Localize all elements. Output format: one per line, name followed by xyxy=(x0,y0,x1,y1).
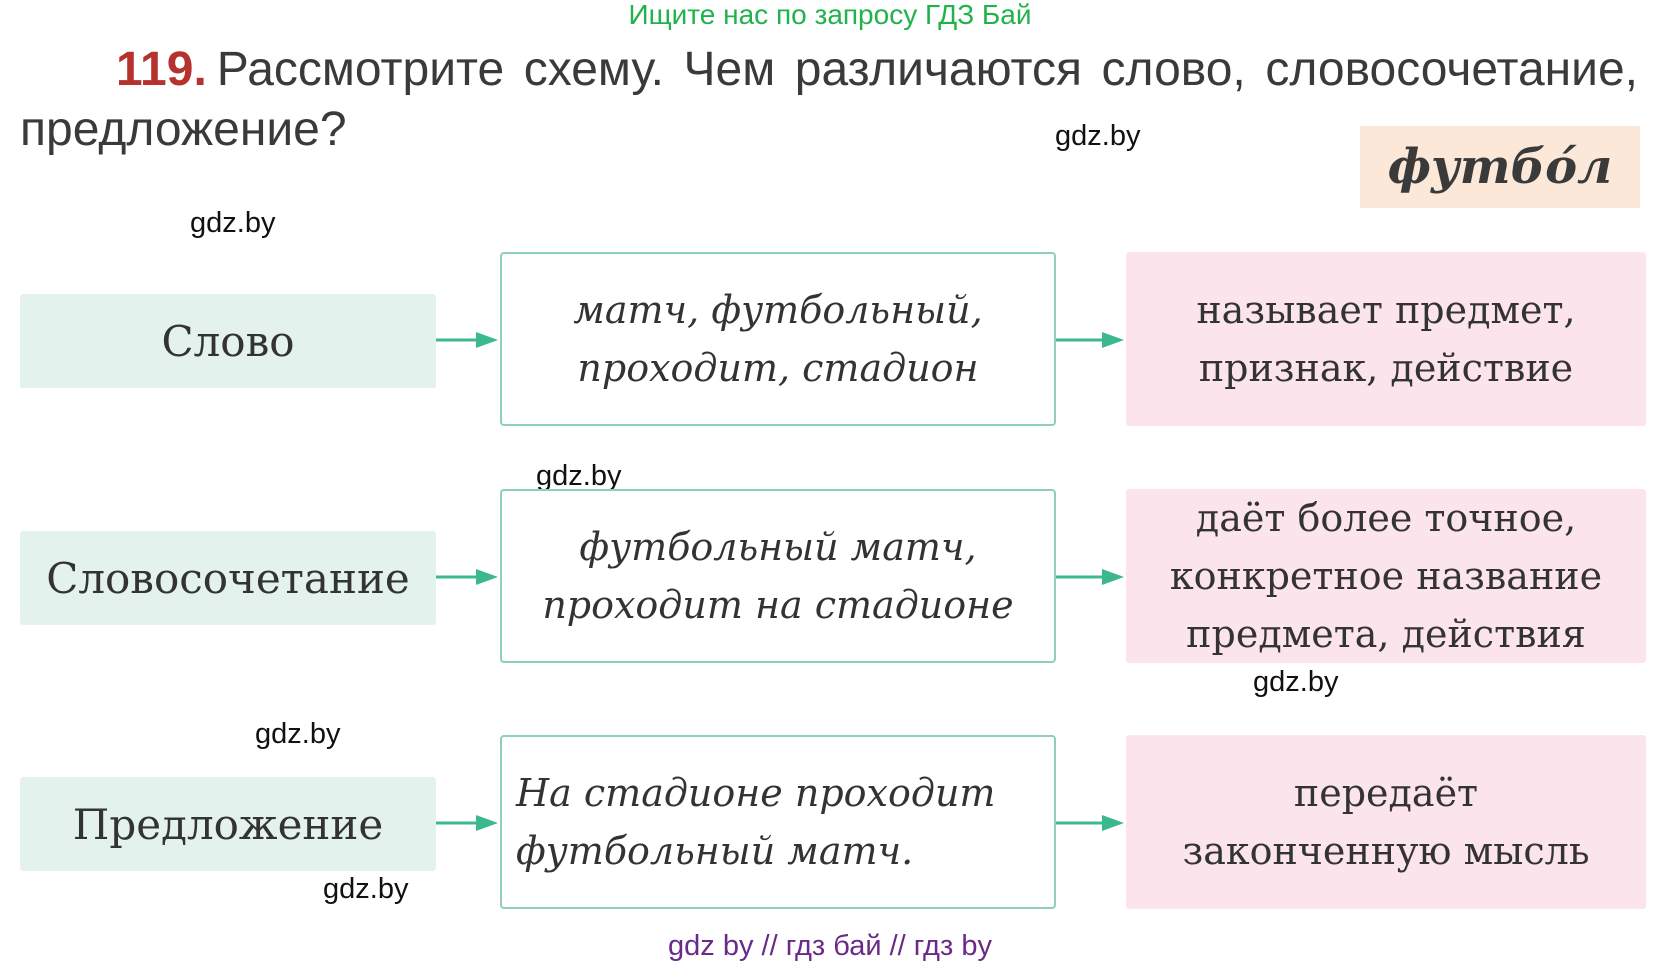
watermark: gdz.by xyxy=(323,873,409,905)
meaning-box-phrase: даёт более точное, конкретное название п… xyxy=(1126,489,1646,663)
arrow-right-icon xyxy=(1056,330,1126,350)
example-box-sentence: На стадионе проходит футбольный матч. xyxy=(500,735,1056,909)
arrow-right-icon xyxy=(1056,567,1126,587)
highlight-word-box: футбо́л xyxy=(1360,126,1640,208)
meaning-box-sentence: передаёт законченную мысль xyxy=(1126,735,1646,909)
watermark: gdz.by xyxy=(536,460,622,492)
meaning-box-word: называет предмет, признак, действие xyxy=(1126,252,1646,426)
task-text-line1: Рассмотрите схему. Чем различаются слово… xyxy=(216,43,1638,96)
example-box-phrase: футбольный матч, проходит на стадионе xyxy=(500,489,1056,663)
arrow-right-icon xyxy=(1056,813,1126,833)
footer-links: gdz by // гдз бай // гдз by xyxy=(668,930,992,962)
search-hint-banner: Ищите нас по запросу ГДЗ Бай xyxy=(628,0,1032,30)
arrow-right-icon xyxy=(436,813,500,833)
category-box-sentence: Предложение xyxy=(20,777,436,871)
task-heading: 119.Рассмотрите схему. Чем различаются с… xyxy=(20,40,1638,100)
arrow-right-icon xyxy=(436,567,500,587)
task-text-line2: предложение? xyxy=(20,103,347,156)
watermark: gdz.by xyxy=(1055,120,1141,152)
watermark: gdz.by xyxy=(190,207,276,239)
watermark: gdz.by xyxy=(1253,666,1339,698)
task-number: 119. xyxy=(116,43,207,96)
example-box-word: матч, футбольный, проходит, стадион xyxy=(500,252,1056,426)
category-box-word: Слово xyxy=(20,294,436,388)
arrow-right-icon xyxy=(436,330,500,350)
watermark: gdz.by xyxy=(255,718,341,750)
category-box-phrase: Словосочетание xyxy=(20,531,436,625)
